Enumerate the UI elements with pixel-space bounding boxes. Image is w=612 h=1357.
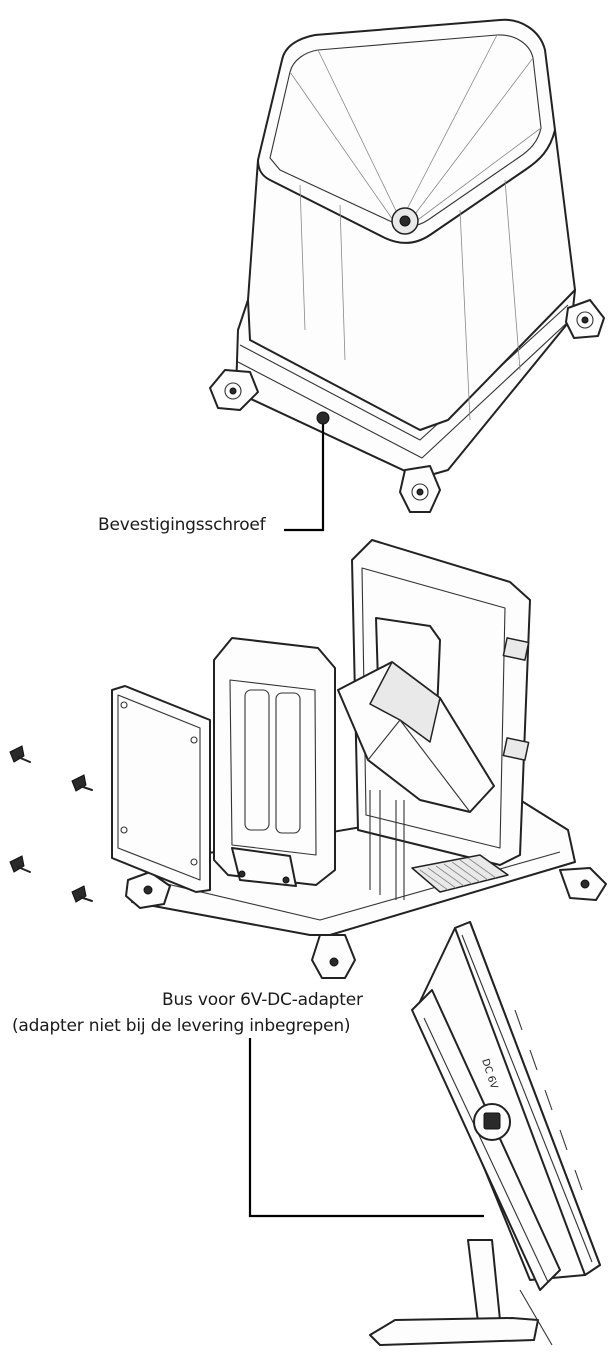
sensor-grid [411,854,509,893]
funnel-cover [209,18,605,513]
adapter-jack-leader [248,1038,484,1218]
cover-screws [9,745,93,903]
mounting-screw-head [316,411,330,425]
mounting-screw-label: Bevestigingsschroef [98,515,266,535]
adapter-jack-label-line1: Bus voor 6V-DC-adapter [162,990,363,1010]
display-console [369,921,601,1346]
dc-jack [483,1112,501,1130]
adapter-jack-label-line2: (adapter niet bij de levering inbegrepen… [12,1016,351,1036]
sensor-housing [125,539,607,979]
mounting-screw-leader [284,424,325,532]
battery-cover [111,685,211,893]
